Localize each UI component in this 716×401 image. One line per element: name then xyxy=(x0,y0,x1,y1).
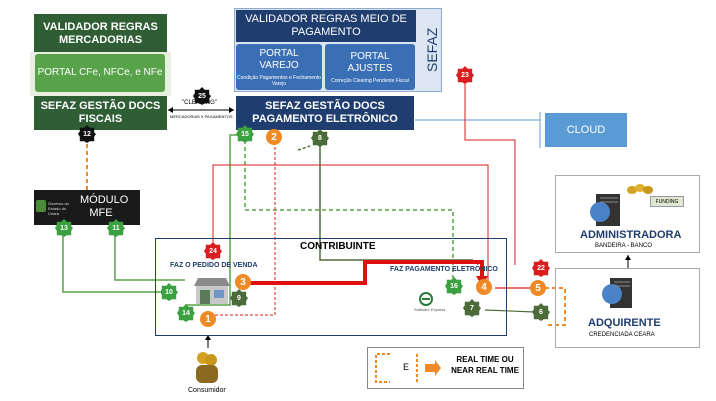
adquirente-box xyxy=(555,268,700,348)
marker-25: 25 xyxy=(193,87,211,105)
marker-12: 12 xyxy=(78,125,96,143)
legend-e: E xyxy=(403,362,410,372)
validador-pagamento-label: VALIDADOR REGRAS MEIO DE PAGAMENTO xyxy=(245,13,407,38)
step-1: 1 xyxy=(200,311,216,327)
step-5: 5 xyxy=(530,280,546,296)
marker-11: 11 xyxy=(107,219,125,237)
sefaz-docs-fiscais-box: SEFAZ GESTÃO DOCS FISCAIS xyxy=(34,96,167,130)
modulo-mfe-label: MÓDULO MFE xyxy=(80,194,129,219)
validador-mercadorias-label: VALIDADOR REGRAS MERCADORIAS xyxy=(43,21,158,46)
step-3: 3 xyxy=(235,274,251,290)
adquirente-sub: CREDENCIADA CEARA xyxy=(589,332,655,338)
software-express-label: Software Express xyxy=(414,307,446,312)
consumidor-label: Consumidor xyxy=(188,387,226,394)
funding-tag: FUNDING xyxy=(650,196,684,207)
marker-16: 16 xyxy=(445,277,463,295)
marker-6: 6 xyxy=(532,303,550,321)
portal-cfe-label: PORTAL CFe, NFCe, e NFe xyxy=(37,67,163,78)
portal-ajustes-box[interactable]: PORTAL AJUSTES Correção Clearing Pendent… xyxy=(325,44,415,90)
server-globe-icon xyxy=(590,192,626,228)
faz-pedido-label: FAZ O PEDIDO DE VENDA xyxy=(170,262,258,269)
marker-15: 15 xyxy=(236,125,254,143)
store-icon xyxy=(192,276,232,306)
modulo-mfe-box xyxy=(34,190,140,225)
legend-bracket-icon xyxy=(375,353,390,383)
portal-varejo-label: PORTAL VAREJO xyxy=(259,47,299,71)
marker-22: 22 xyxy=(532,259,550,277)
validador-mercadorias-box: VALIDADOR REGRAS MERCADORIAS xyxy=(34,14,167,54)
ceara-logo xyxy=(36,200,46,212)
legend-sync-icon xyxy=(416,354,441,382)
sefaz-docs-pagamento-box: SEFAZ GESTÃO DOCS PAGAMENTO ELETRÔNICO xyxy=(236,96,414,130)
portal-varejo-box[interactable]: PORTAL VAREJO Condição Pagamentos e Fech… xyxy=(236,44,322,90)
portal-cfe-box[interactable]: PORTAL CFe, NFCe, e NFe xyxy=(35,54,165,92)
sefaz-title: SEFAZ xyxy=(424,27,440,72)
sefaz-docs-fiscais-label: SEFAZ GESTÃO DOCS FISCAIS xyxy=(40,100,161,125)
portal-ajustes-sub: Correção Clearing Pendente Fiscal xyxy=(331,77,409,84)
funding-coins-icon xyxy=(626,180,654,196)
marker-10: 10 xyxy=(160,283,178,301)
administradora-label: ADMINISTRADORA xyxy=(580,229,682,241)
sefaz-docs-pagamento-label: SEFAZ GESTÃO DOCS PAGAMENTO ELETRÔNICO xyxy=(252,100,398,125)
validador-pagamento-box: VALIDADOR REGRAS MEIO DE PAGAMENTO xyxy=(236,10,416,42)
cloud-label: CLOUD xyxy=(566,124,606,136)
marker-13: 13 xyxy=(55,219,73,237)
faz-pagamento-label: FAZ PAGAMENTO ELETRÔNICO xyxy=(390,266,498,273)
marker-7: 7 xyxy=(463,299,481,317)
step-2: 2 xyxy=(266,129,282,145)
marker-9: 9 xyxy=(230,289,248,307)
funding-label: FUNDING xyxy=(655,198,679,205)
marker-24: 24 xyxy=(204,242,222,260)
software-express-logo xyxy=(416,292,436,306)
marker-23: 23 xyxy=(456,66,474,84)
portal-ajustes-label: PORTAL AJUSTES xyxy=(347,50,393,74)
legend-text: REAL TIME OU NEAR REAL TIME xyxy=(451,355,519,375)
marker-8: 8 xyxy=(311,129,329,147)
administradora-box xyxy=(555,175,700,253)
adquirente-label: ADQUIRENTE xyxy=(588,317,661,329)
clearing-sub: MERCADORIAS X PAGAMENTOS xyxy=(170,114,233,119)
server-globe-icon-2 xyxy=(600,276,636,312)
administradora-sub: BANDEIRA - BANCO xyxy=(595,243,653,249)
consumer-icon xyxy=(193,349,221,385)
contribuinte-box xyxy=(155,238,507,336)
contribuinte-label: CONTRIBUINTE xyxy=(300,241,376,252)
cloud-box[interactable]: CLOUD xyxy=(545,113,627,147)
marker-14: 14 xyxy=(177,304,195,322)
step-4: 4 xyxy=(476,279,492,295)
modulo-logo-text: Governo do Estado do Ceará xyxy=(48,201,69,216)
portal-varejo-sub: Condição Pagamentos e Fechamento Varejo xyxy=(237,74,321,87)
legend-box xyxy=(367,347,524,389)
